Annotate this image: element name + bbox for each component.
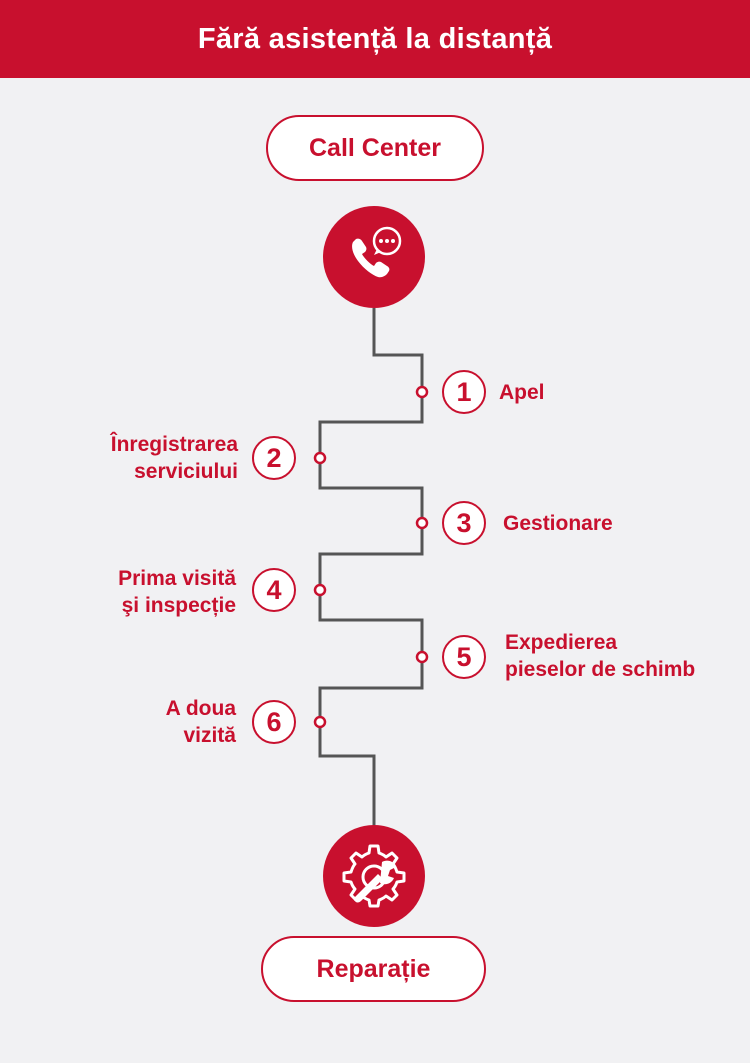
- step-label-6: A doua vizită: [165, 697, 236, 747]
- step-number-3: 3: [442, 501, 486, 545]
- step-number-4: 4: [252, 568, 296, 612]
- step-dot-4: [313, 583, 327, 597]
- step-dot-1: [415, 385, 429, 399]
- end-pill: Reparație: [261, 936, 486, 1002]
- step-dot-2: [313, 451, 327, 465]
- step-number-2: 2: [252, 436, 296, 480]
- start-pill: Call Center: [266, 115, 484, 181]
- step-label-2: Înregistrarea serviciului: [110, 433, 238, 483]
- step-dot-5: [415, 650, 429, 664]
- step-number-6: 6: [252, 700, 296, 744]
- step-label-3: Gestionare: [503, 512, 613, 535]
- step-dots: [313, 385, 429, 729]
- page-title: Fără asistență la distanță: [0, 0, 750, 78]
- gear-wrench-icon: [323, 825, 425, 927]
- step-label-4: Prima visită şi inspecție: [118, 567, 236, 617]
- step-number-1: 1: [442, 370, 486, 414]
- phone-chat-icon: [323, 206, 425, 308]
- step-label-1: Apel: [499, 381, 545, 404]
- step-dot-3: [415, 516, 429, 530]
- start-label: Call Center: [309, 133, 441, 162]
- step-label-5: Expedierea pieselor de schimb: [505, 631, 696, 681]
- end-label: Reparație: [316, 954, 431, 983]
- step-number-5: 5: [442, 635, 486, 679]
- step-dot-6: [313, 715, 327, 729]
- page-title-text: Fără asistență la distanță: [197, 22, 553, 55]
